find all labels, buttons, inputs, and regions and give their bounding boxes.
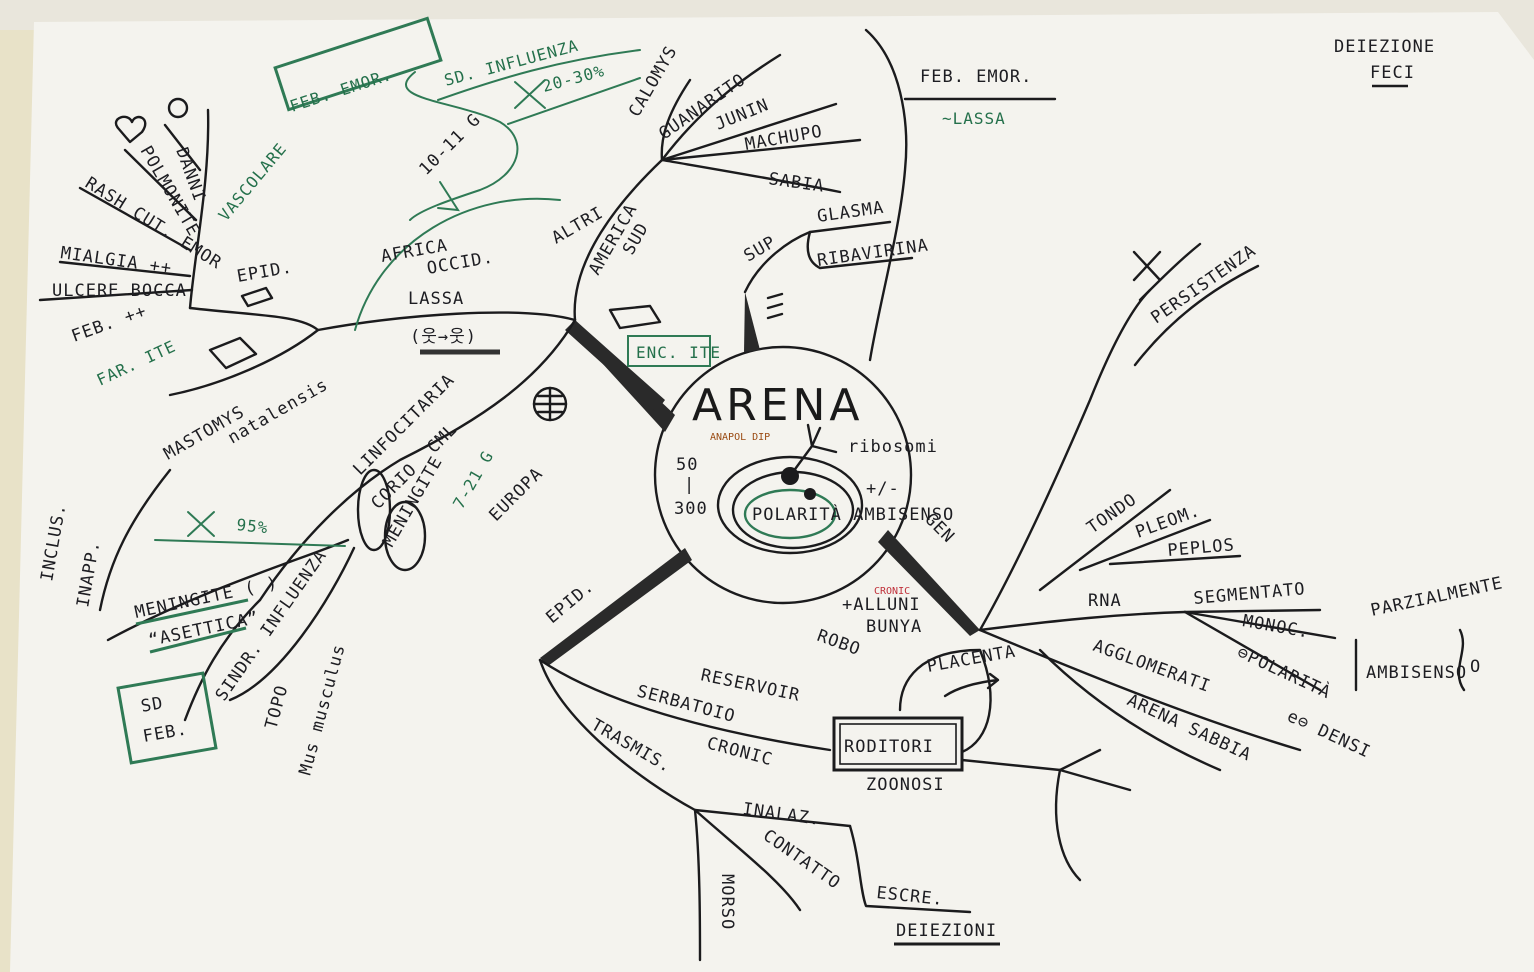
- enc-ite-box: ENC. ITE: [636, 343, 721, 362]
- gen-ambisenso: AMBISENSO: [1366, 663, 1467, 683]
- altri-lassa-like: ~LASSA: [942, 109, 1006, 128]
- epid-zoonosi: ZOONOSI: [866, 775, 945, 795]
- center-range-low: 50: [676, 455, 698, 475]
- epid-note-red: CRONIC: [874, 586, 910, 597]
- epid-roditori: RODITORI: [844, 737, 934, 757]
- center-node: ARENA 50 | 300 ANAPOL DIP ribosomi POLAR…: [653, 345, 954, 605]
- center-ribosomes: ribosomi: [848, 437, 938, 457]
- lassa-transmission: (웃→웃): [410, 327, 477, 347]
- lcmv-mortality: 95%: [236, 515, 270, 537]
- corner-feci: FECI: [1370, 63, 1415, 83]
- center-anatomy: ANAPOL DIP: [710, 432, 770, 443]
- corner-note: DEIEZIONE FECI: [1334, 37, 1435, 88]
- center-sign: +/-: [866, 479, 900, 499]
- epid-bunya: BUNYA: [866, 617, 922, 637]
- gen-rna: RNA: [1088, 591, 1122, 611]
- gen-ambi-brace: O: [1470, 657, 1481, 677]
- epid-morso: MORSO: [717, 874, 737, 930]
- epid-alluni: +ALLUNI: [842, 595, 921, 615]
- center-polarity: POLARITÀ AMBISENSO: [752, 503, 954, 525]
- symptom-ulcere: ULCERE BOCCA: [52, 281, 187, 301]
- center-title: ARENA: [692, 380, 864, 431]
- lassa-title: LASSA: [408, 289, 464, 309]
- center-range-high: 300: [674, 499, 708, 519]
- epid-deiezioni: DEIEZIONI: [896, 921, 997, 941]
- center-range-sep: |: [684, 475, 695, 495]
- corner-deiezione: DEIEZIONE: [1334, 37, 1435, 57]
- lcmv-sd-box-1: SD: [139, 693, 165, 717]
- altri-feb-emor: FEB. EMOR.: [920, 67, 1032, 87]
